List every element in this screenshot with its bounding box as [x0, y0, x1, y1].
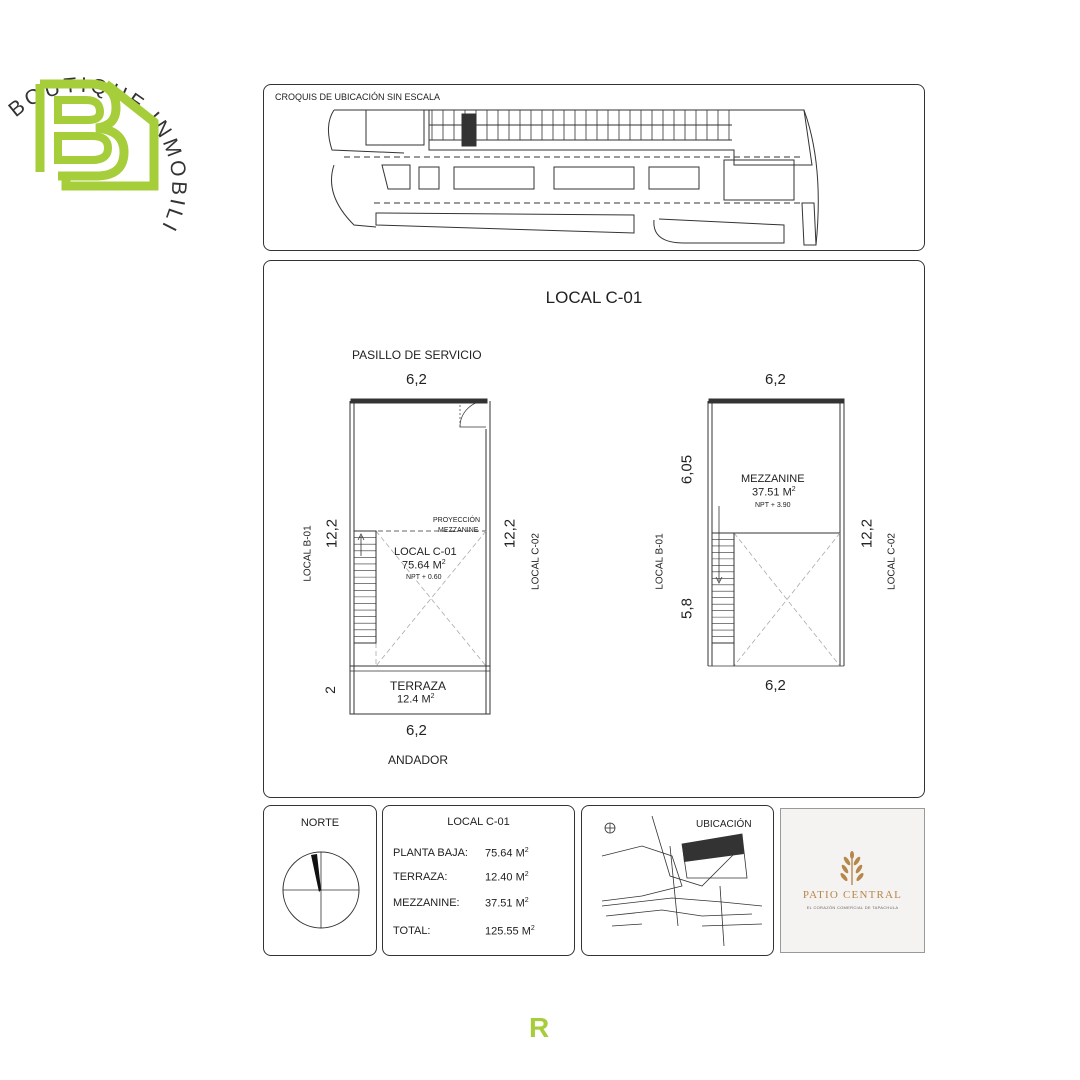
unit-name-label: LOCAL C-01: [394, 546, 457, 558]
projection-label-1: PROYECCIÓN: [433, 517, 481, 524]
patio-central-logo: PATIO CENTRAL EL CORAZÓN COMERCIAL DE TA…: [780, 808, 925, 953]
brand-name-arc: BOUTIQUE INMOBILIARIA: [0, 20, 191, 237]
service-corridor-label: PASILLO DE SERVICIO: [352, 348, 482, 362]
location-panel: UBICACIÓN: [581, 805, 774, 956]
north-title: NORTE: [300, 817, 340, 829]
unit-area-label: 75.64 M2: [402, 559, 446, 572]
wheat-leaf-icon: [840, 851, 864, 885]
plan-title: LOCAL C-01: [545, 288, 643, 307]
projection-label-2: MEZZANINE: [438, 527, 479, 534]
mezz-dim-bottom: 6,2: [765, 677, 786, 694]
summary-row-mezzanine: MEZZANINE:: [393, 897, 460, 909]
site-plan-title: CROQUIS DE UBICACIÓN SIN ESCALA: [275, 92, 441, 102]
summary-title: LOCAL C-01: [447, 816, 510, 828]
location-title: UBICACIÓN: [696, 819, 752, 830]
site-plan-panel: CROQUIS DE UBICACIÓN SIN ESCALA: [263, 84, 925, 251]
walkway-label: ANDADOR: [388, 753, 449, 767]
area-summary-panel: LOCAL C-01 PLANTA BAJA: 75.64 M2 TERRAZA…: [382, 805, 575, 956]
summary-label: MEZZANINE:: [393, 897, 460, 909]
summary-row-total: TOTAL:: [393, 925, 431, 937]
summary-label: TOTAL:: [393, 925, 431, 937]
terrace-name-label: TERRAZA: [390, 679, 447, 693]
summary-value-terrace: 12.40 M2: [485, 871, 529, 884]
patio-central-name: PATIO CENTRAL: [802, 889, 903, 901]
north-panel: NORTE: [263, 805, 377, 956]
floor-plan-panel: LOCAL C-01 PASILLO DE SERVICIO 6,2 6,2 A…: [263, 260, 925, 798]
summary-label: PLANTA BAJA:: [393, 847, 468, 859]
house-b-logo-icon: BOUTIQUE INMOBILIARIA: [0, 2, 191, 237]
mezz-level-label: NPT + 3.90: [755, 502, 791, 509]
north-arrow-icon: [282, 851, 360, 929]
mezz-dim-top: 6,2: [765, 371, 786, 388]
ground-dim-top: 6,2: [406, 371, 427, 388]
site-plan-drawing: [328, 109, 819, 246]
floor-plan-drawing: [349, 398, 845, 715]
summary-value-ground: 75.64 M2: [485, 847, 529, 860]
summary-value-mezzanine: 37.51 M2: [485, 897, 529, 910]
summary-value-total: 125.55 M2: [485, 925, 535, 938]
patio-central-tagline: EL CORAZÓN COMERCIAL DE TAPACHULA: [806, 905, 899, 910]
terrace-area-label: 12.4 M2: [397, 693, 435, 706]
unit-level-label: NPT + 0.60: [406, 574, 442, 581]
summary-row-ground: PLANTA BAJA:: [393, 847, 468, 859]
summary-label: TERRAZA:: [393, 871, 448, 883]
brand-logo: BOUTIQUE INMOBILIARIA: [0, 2, 240, 250]
summary-row-terrace: TERRAZA:: [393, 871, 447, 883]
mezz-area-label: 37.51 M2: [752, 486, 796, 499]
footer-letter: R: [529, 1012, 550, 1043]
ground-dim-bottom: 6,2: [406, 722, 427, 739]
location-map: [601, 815, 763, 947]
mezz-name-label: MEZZANINE: [741, 473, 805, 485]
